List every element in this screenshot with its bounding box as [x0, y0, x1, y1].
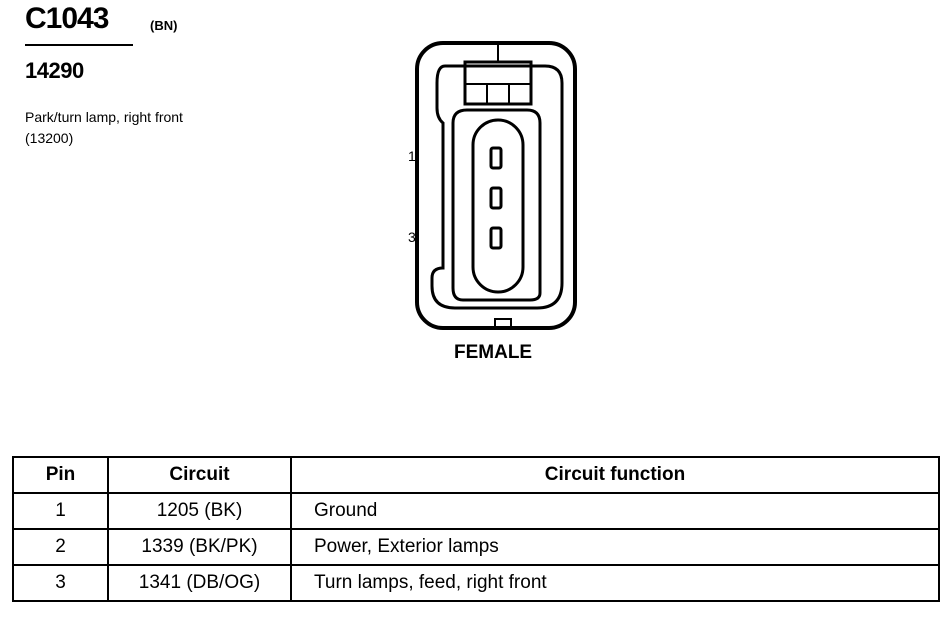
circuit-cell: 1341 (DB/OG) [107, 564, 292, 602]
pin-cell: 3 [12, 564, 109, 602]
header-circuit-function: Circuit function [290, 456, 940, 494]
table-row: 2 1339 (BK/PK) Power, Exterior lamps [12, 528, 940, 566]
circuit-cell: 1339 (BK/PK) [107, 528, 292, 566]
pin-hole-1 [489, 146, 503, 170]
connector-face-drawing [415, 41, 577, 330]
pin-label-1: 1 [408, 148, 416, 164]
circuit-cell: 1205 (BK) [107, 492, 292, 530]
connector-color: (BN) [150, 18, 178, 33]
function-cell: Ground [290, 492, 940, 530]
connector-description: Park/turn lamp, right front (13200) [25, 109, 183, 146]
pin-cell: 2 [12, 528, 109, 566]
part-number: 14290 [25, 58, 84, 83]
terminal-cavity [471, 118, 525, 294]
function-cell: Power, Exterior lamps [290, 528, 940, 566]
connector-code-underline [25, 44, 133, 46]
connector-code: C1043 [25, 2, 109, 35]
pin-hole-3 [489, 226, 503, 250]
table-row: 1 1205 (BK) Ground [12, 492, 940, 530]
function-cell: Turn lamps, feed, right front [290, 564, 940, 602]
table-header-row: Pin Circuit Circuit function [12, 456, 940, 494]
header-circuit: Circuit [107, 456, 292, 494]
header-pin: Pin [12, 456, 109, 494]
pin-label-3: 3 [408, 229, 416, 245]
pin-cell: 1 [12, 492, 109, 530]
connector-gender-label: FEMALE [454, 342, 533, 363]
pin-hole-2 [489, 186, 503, 210]
table-row: 3 1341 (DB/OG) Turn lamps, feed, right f… [12, 564, 940, 602]
connector-bottom-key [494, 318, 512, 328]
connector-inner-body [451, 108, 542, 302]
connector-outer-housing [415, 41, 577, 330]
pin-circuit-table: Pin Circuit Circuit function 1 1205 (BK)… [12, 456, 940, 602]
connector-inner-shroud [430, 64, 564, 310]
